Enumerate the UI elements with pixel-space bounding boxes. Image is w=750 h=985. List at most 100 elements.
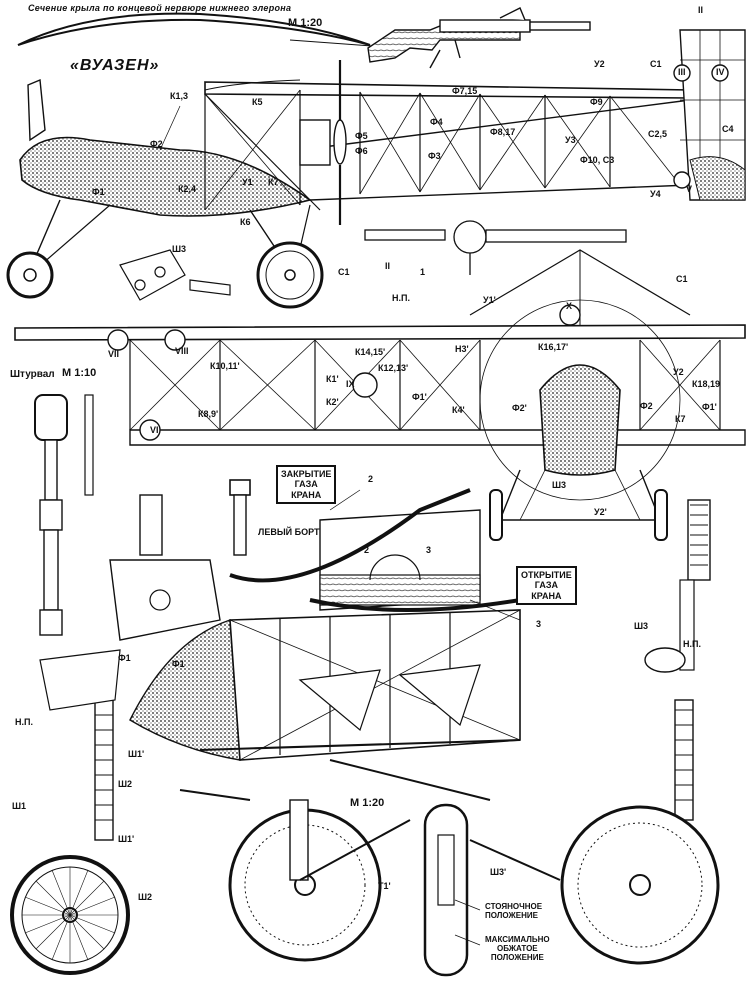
callout-f1a: Ф1 [92,187,105,197]
cockpit-perspective [129,488,521,801]
control-column [109,479,251,641]
callout-c1a: С1 [650,59,662,69]
callout-k6: К6 [240,217,251,227]
callout-y2a: У2 [594,59,605,69]
callout-f9: Ф9 [590,97,603,107]
callout-r9: IX [346,379,355,389]
machine-gun-top-view [367,7,591,69]
callout-f2b: Ф2 [640,401,653,411]
callout-y1: У1 [242,177,253,187]
callout-np2: Н.П. [683,639,701,649]
callout-y2b: У2' [594,507,607,517]
callout-r4: IV [716,67,725,77]
callout-f817: Ф8,17 [490,127,516,137]
callout-sh1p: Ш1' [128,749,145,759]
section-title: Сечение крыла по концевой нервюре нижнег… [28,3,292,13]
callout-k4p: К4' [452,405,465,415]
callout-np1: Н.П. [392,293,410,303]
side-view-fuselage [19,29,746,271]
callout-sh3d: Ш3' [490,867,507,877]
fitting-sh3-detail [119,249,231,301]
wing-plan-view [14,249,746,501]
callout-sh3b: Ш3 [552,480,567,490]
left-side-label: ЛЕВЫЙ БОРТ [258,527,320,537]
callout-f3: Ф3 [428,151,441,161]
callout-t1: Т1' [378,881,391,891]
callout-f6: Ф6 [355,146,368,156]
callout-f1d: Ф1 [172,659,185,669]
callout-f715: Ф7,15 [452,86,478,96]
callout-np3: Н.П. [15,717,33,727]
callout-f2: Ф2 [150,139,163,149]
nose-wheel-side [6,251,54,299]
callout-k1011: К10,11' [210,361,240,371]
wing-rib-section [17,12,373,47]
front-view-nacelle [489,364,668,541]
callout-n3b: 3 [536,619,542,629]
callout-r8: VIII [175,346,189,356]
callout-k7: К7 [268,177,279,187]
scale-bottom: М 1:20 [350,797,385,809]
callout-k13: К1,3 [170,91,189,101]
tiller-scale: М 1:10 [62,367,97,379]
callout-sh1pp: Ш1' [118,834,135,844]
callout-y2p: У2 [673,367,684,377]
callout-sh2b: Ш2 [138,892,153,902]
wheel-front-section [423,803,469,977]
machine-gun-side-view [364,220,627,275]
callout-f1c: Ф1 [118,653,131,663]
aircraft-name: «ВУАЗЕН» [70,57,160,74]
control-tiller-detail [34,394,94,636]
callout-k1p: К1' [326,374,339,384]
nose-gear-strut [39,649,121,841]
callout-f5: Ф5 [355,131,368,141]
callout-y4: У4 [650,189,661,199]
section-markers [107,64,729,441]
callout-f2p: Ф2' [512,403,527,413]
main-wheel-side [256,241,324,309]
callout-k24: К2,4 [178,184,197,194]
nose-wheel-detail [10,855,130,975]
callout-k1819: К18,19 [692,379,721,389]
callout-sh3a: Ш3 [172,244,187,254]
callout-c25: С2,5 [648,129,668,139]
callout-k1415: К14,15' [355,347,386,357]
callout-k7b: К7 [675,414,686,424]
callout-sh2: Ш2 [118,779,133,789]
callout-n2b: 2 [364,545,370,555]
callout-r2: II [698,5,704,15]
main-wheel-left-bottom [228,799,382,962]
callout-c1b: С1 [338,267,350,277]
callout-n1: 1 [420,267,426,277]
callout-rx: X [566,301,573,311]
main-wheel-right-bottom [560,805,720,965]
callout-sh3c: Ш3 [634,621,649,631]
callout-k1617: К16,17' [538,342,569,352]
callout-k1213: К12,13' [378,363,409,373]
callout-f4: Ф4 [430,117,443,127]
callout-r6: VI [150,425,159,435]
callout-f1p: Ф1' [412,392,427,402]
callout-n3a: 3 [426,545,432,555]
callout-r7: VII [108,349,120,359]
callout-f1b: Ф1' [702,402,717,412]
tiller-title: Штурвал [10,369,55,380]
callout-c4: С4 [722,124,734,134]
callout-h3: Н3' [455,344,469,354]
callout-f10c3: Ф10, С3 [580,155,615,165]
callout-c1c: С1 [676,274,688,284]
shock-strut-right [644,499,711,821]
callout-sh1: Ш1 [12,801,27,811]
callout-r5: V [686,184,693,194]
axle-shaft [179,789,561,881]
callout-r3: III [678,67,686,77]
callout-n2a: 2 [368,474,374,484]
callout-y3: У3 [565,135,576,145]
callout-r2b: II [385,261,391,271]
callout-leaders [159,105,521,946]
callout-k2p: К2' [326,397,339,407]
